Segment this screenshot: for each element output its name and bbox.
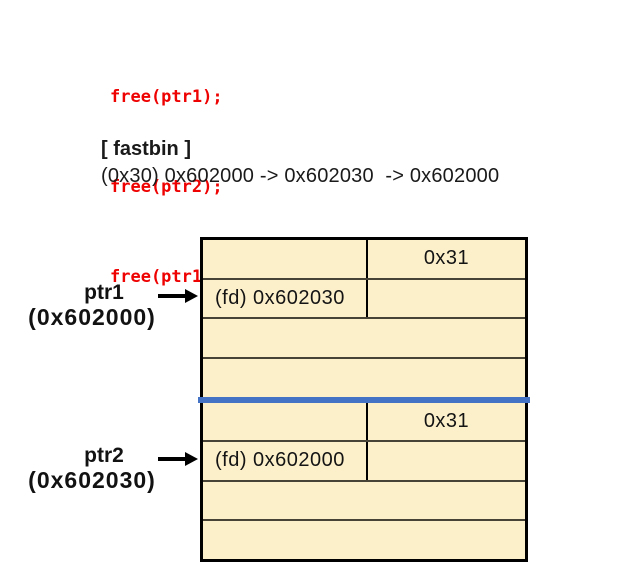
chunk2-data-row-2 [203, 519, 525, 559]
chunk1-data-row-2 [203, 356, 525, 397]
fastbin-list-entry: (0x30) 0x602000 -> 0x602030 -> 0x602000 [101, 165, 500, 187]
ptr1-label: ptr1 (0x602000) [6, 281, 178, 330]
chunk2-fd-cell: (fd) 0x602000 [203, 442, 368, 480]
chunk1-fd-row: (fd) 0x602030 [203, 277, 525, 318]
code-line-2: free(ptr2); [110, 177, 223, 197]
code-snippet: free(ptr1); free(ptr2); free(ptr1); [110, 22, 223, 352]
code-line-3: free(ptr1); [110, 267, 223, 287]
ptr2-label: ptr2 (0x602030) [6, 444, 178, 493]
chunk2-data-row-1 [203, 479, 525, 520]
chunk1-prev-size-cell [203, 240, 368, 278]
chunk-0x602030: 0x31 (fd) 0x602000 [203, 402, 525, 560]
chunk2-fd-row: (fd) 0x602000 [203, 440, 525, 480]
chunk1-header-row: 0x31 [203, 240, 525, 278]
chunk-separator-line [198, 396, 530, 403]
chunk1-data-row-1 [203, 317, 525, 357]
heap-table: 0x31 (fd) 0x602030 0x31 (fd) 0x602000 [198, 237, 530, 562]
chunk1-bk-cell [368, 280, 525, 318]
chunk2-header-row: 0x31 [203, 402, 525, 441]
arrow-shaft [158, 457, 185, 461]
chunk-0x602000: 0x31 (fd) 0x602030 [203, 240, 525, 397]
chunk1-fd-cell: (fd) 0x602030 [203, 279, 368, 318]
arrow-head [185, 452, 198, 466]
chunk2-size-cell: 0x31 [423, 409, 470, 432]
ptr1-arrow-icon [158, 289, 198, 303]
ptr2-address: (0x602030) [28, 467, 156, 493]
code-line-1: free(ptr1); [110, 87, 223, 107]
arrow-head [185, 289, 198, 303]
ptr1-name: ptr1 [84, 281, 124, 304]
arrow-shaft [158, 294, 185, 298]
chunk2-prev-size-cell [203, 402, 368, 441]
ptr2-name: ptr2 [84, 444, 124, 467]
ptr2-arrow-icon [158, 452, 198, 466]
chunk2-bk-cell [368, 442, 525, 480]
ptr1-address: (0x602000) [28, 304, 156, 330]
chunk1-size-cell: 0x31 [423, 247, 470, 270]
fastbin-title: [ fastbin ] [101, 138, 191, 160]
